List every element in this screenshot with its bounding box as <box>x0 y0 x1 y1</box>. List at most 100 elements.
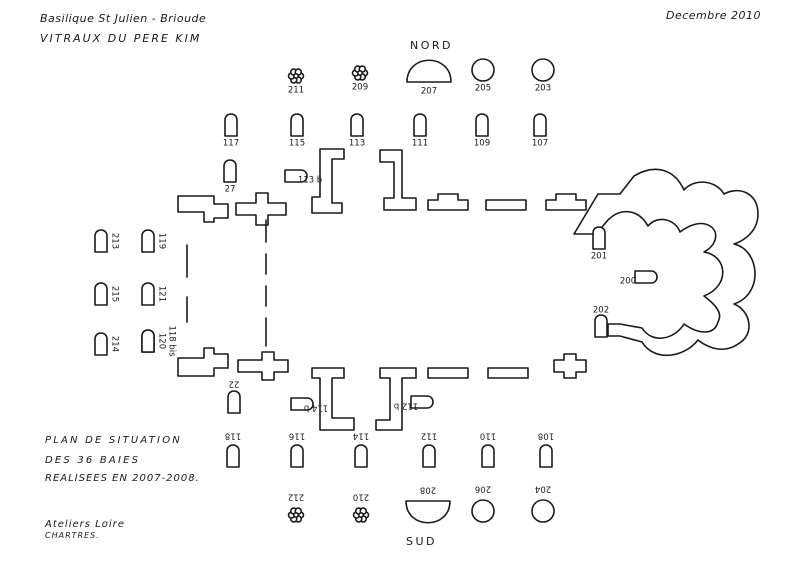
lancet-icon <box>227 390 241 414</box>
title-line-2: VITRAUX DU PERE KIM <box>40 32 202 45</box>
window-label: 118 <box>225 431 241 441</box>
window-107[interactable]: 107 <box>532 113 548 149</box>
floor-plan-outline <box>177 148 759 431</box>
window-label: 114 <box>353 431 369 441</box>
window-115[interactable]: 115 <box>289 113 305 149</box>
window-111[interactable]: 111 <box>412 113 428 149</box>
lancet-icon <box>224 113 238 137</box>
window-207[interactable]: 207 <box>406 59 452 97</box>
window-203[interactable]: 203 <box>531 58 555 94</box>
date-label: Decembre 2010 <box>666 9 762 22</box>
window-label: 207 <box>421 87 437 97</box>
window-113[interactable]: 113 <box>349 113 365 149</box>
window-22[interactable]: 22 <box>227 379 241 414</box>
window-109[interactable]: 109 <box>474 113 490 149</box>
window-label: 214 <box>110 336 120 352</box>
window-214[interactable]: 214 <box>94 332 120 356</box>
window-27[interactable]: 27 <box>223 159 237 195</box>
window-113-b[interactable]: 113 b <box>284 169 322 186</box>
lancet-icon <box>141 229 155 253</box>
circle-icon <box>471 499 495 523</box>
window-label: 111 <box>412 139 428 149</box>
window-114-b[interactable]: 114 b <box>290 397 328 413</box>
lancet-icon <box>94 332 108 356</box>
rosette-icon <box>352 507 370 523</box>
lancet-icon <box>413 113 427 137</box>
lancet-icon <box>223 159 237 183</box>
title-line-1: Basilique St Julien - Brioude <box>40 12 207 25</box>
lancet-icon <box>634 270 658 284</box>
window-208[interactable]: 208 <box>405 485 451 524</box>
window-118[interactable]: 118 <box>225 431 241 468</box>
lancet-icon <box>422 444 436 468</box>
window-117[interactable]: 117 <box>223 113 239 149</box>
window-108[interactable]: 108 <box>538 431 554 468</box>
rosette-icon <box>287 68 305 84</box>
lancet-icon <box>284 169 308 183</box>
window-110[interactable]: 110 <box>480 431 496 468</box>
window-213[interactable]: 213 <box>94 229 120 253</box>
window-label: 119 <box>157 233 167 249</box>
window-label: 116 <box>289 431 305 441</box>
circle-icon <box>531 58 555 82</box>
lancet-icon <box>290 397 314 411</box>
window-label: 203 <box>535 84 551 94</box>
window-212[interactable]: 212 <box>287 492 305 523</box>
lancet-icon <box>350 113 364 137</box>
window-112[interactable]: 112 <box>421 431 437 468</box>
lancet-icon <box>94 229 108 253</box>
window-label: 112 <box>421 431 437 441</box>
window-121[interactable]: 121 <box>141 282 167 306</box>
lancet-icon <box>539 444 553 468</box>
window-205[interactable]: 205 <box>471 58 495 94</box>
lancet-icon <box>94 282 108 306</box>
window-209[interactable]: 209 <box>351 65 369 93</box>
window-204[interactable]: 204 <box>531 484 555 523</box>
workshop-line-1: Ateliers Loire <box>45 519 125 530</box>
lancet-icon <box>592 226 606 250</box>
window-116[interactable]: 116 <box>289 431 305 468</box>
window-label: 204 <box>535 484 551 494</box>
rosette-icon <box>287 507 305 523</box>
window-202[interactable]: 202 <box>593 306 609 338</box>
window-label: 108 <box>538 431 554 441</box>
lancet-icon <box>290 113 304 137</box>
window-label: 210 <box>353 492 369 502</box>
window-label: 118 bis <box>167 325 177 357</box>
window-label: 112 b <box>394 401 418 411</box>
window-label: 114 b <box>304 403 328 413</box>
window-label: 27 <box>225 185 236 195</box>
window-label: 215 <box>110 286 120 302</box>
lancet-icon <box>226 444 240 468</box>
window-label: 120 <box>157 333 167 349</box>
window-211[interactable]: 211 <box>287 68 305 96</box>
legend-line-1: PLAN DE SITUATION <box>45 435 182 446</box>
window-label: 213 <box>110 233 120 249</box>
window-label: 211 <box>288 86 304 96</box>
window-label: 115 <box>289 139 305 149</box>
window-112-b[interactable]: 112 b <box>394 395 434 411</box>
window-200[interactable]: 200 <box>620 270 658 287</box>
north-label: NORD <box>410 39 453 52</box>
lancet-icon <box>533 113 547 137</box>
window-119[interactable]: 119 <box>141 229 167 253</box>
window-118-bis[interactable]: 118 bis <box>141 325 177 357</box>
lancet-icon <box>290 444 304 468</box>
window-210[interactable]: 210 <box>352 492 370 523</box>
window-label: 113 <box>349 139 365 149</box>
window-label: 113 b <box>298 176 322 186</box>
window-206[interactable]: 206 <box>471 484 495 523</box>
window-215[interactable]: 215 <box>94 282 120 306</box>
window-label: 208 <box>420 485 436 495</box>
lancet-icon <box>141 282 155 306</box>
lancet-icon <box>354 444 368 468</box>
lancet-icon <box>410 395 434 409</box>
window-201[interactable]: 201 <box>591 226 607 262</box>
window-label: 201 <box>591 252 607 262</box>
window-114[interactable]: 114 <box>353 431 369 468</box>
legend-line-3: REALISEES EN 2007-2008. <box>45 473 200 484</box>
legend-line-2: DES 36 BAIES <box>45 455 141 466</box>
window-label: 121 <box>157 286 167 302</box>
window-label: 206 <box>475 484 491 494</box>
